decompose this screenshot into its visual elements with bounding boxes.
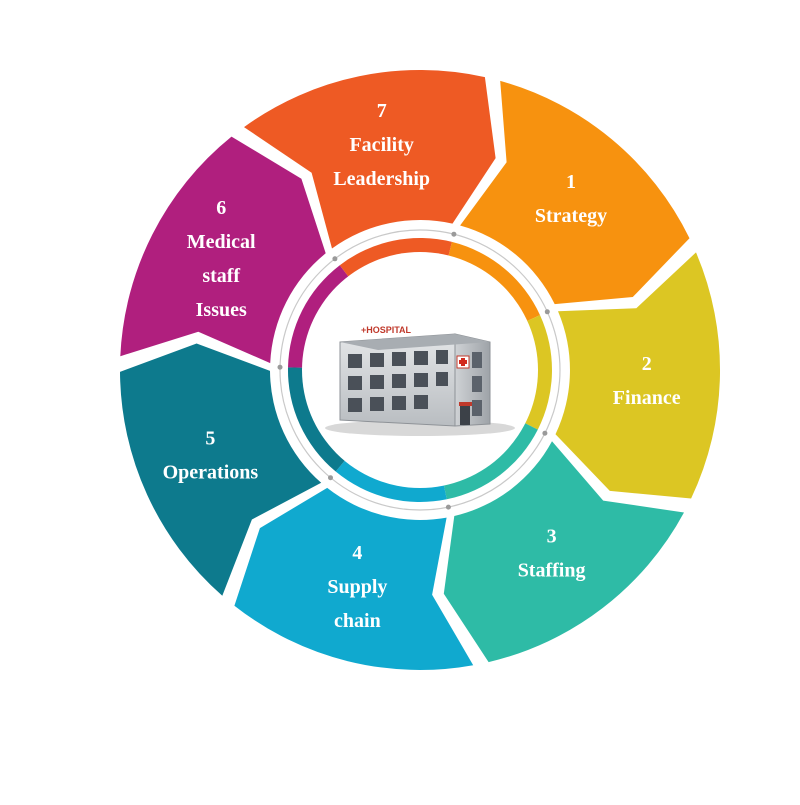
ring-dot [544,309,550,315]
hospital-building-icon: +HOSPITAL [325,325,515,436]
segment-number: 7 [377,100,387,122]
segment-number: 5 [205,428,215,450]
segment-number: 3 [547,526,557,548]
segment-1 [460,80,690,305]
segment-4 [234,487,474,670]
segments-layer [120,70,721,670]
segment-3 [443,441,684,663]
segment-title-line: Finance [613,387,681,409]
segment-number: 4 [352,542,362,564]
segment-title-line: Facility [349,134,413,156]
segment-title-line: Strategy [535,205,607,227]
segment-title-line: Issues [196,299,247,321]
center-hub: +HOSPITAL [302,252,538,488]
segment-number: 6 [216,197,226,219]
segment-title-line: staff [202,265,240,287]
segment-5 [120,343,322,596]
ring-dot [277,364,283,370]
segment-number: 2 [642,353,652,375]
segment-7 [244,70,496,249]
ring-dot [451,231,457,237]
ring-dot [445,504,451,510]
segment-2 [555,252,721,499]
segment-title-line: Operations [163,462,259,484]
ring-dot [328,475,333,481]
segment-title-line: Staffing [518,560,586,582]
ring-dot [332,256,338,262]
ring-outline [279,229,561,511]
segment-title-line: Medical [187,231,256,253]
segment-title-line: Leadership [333,168,430,190]
segment-6 [120,136,326,364]
segment-number: 1 [566,171,576,193]
segment-title-line: Supply [327,576,387,598]
hospital-sign: +HOSPITAL [361,325,412,335]
ring-dot [542,430,548,436]
segment-title-line: chain [334,610,381,632]
